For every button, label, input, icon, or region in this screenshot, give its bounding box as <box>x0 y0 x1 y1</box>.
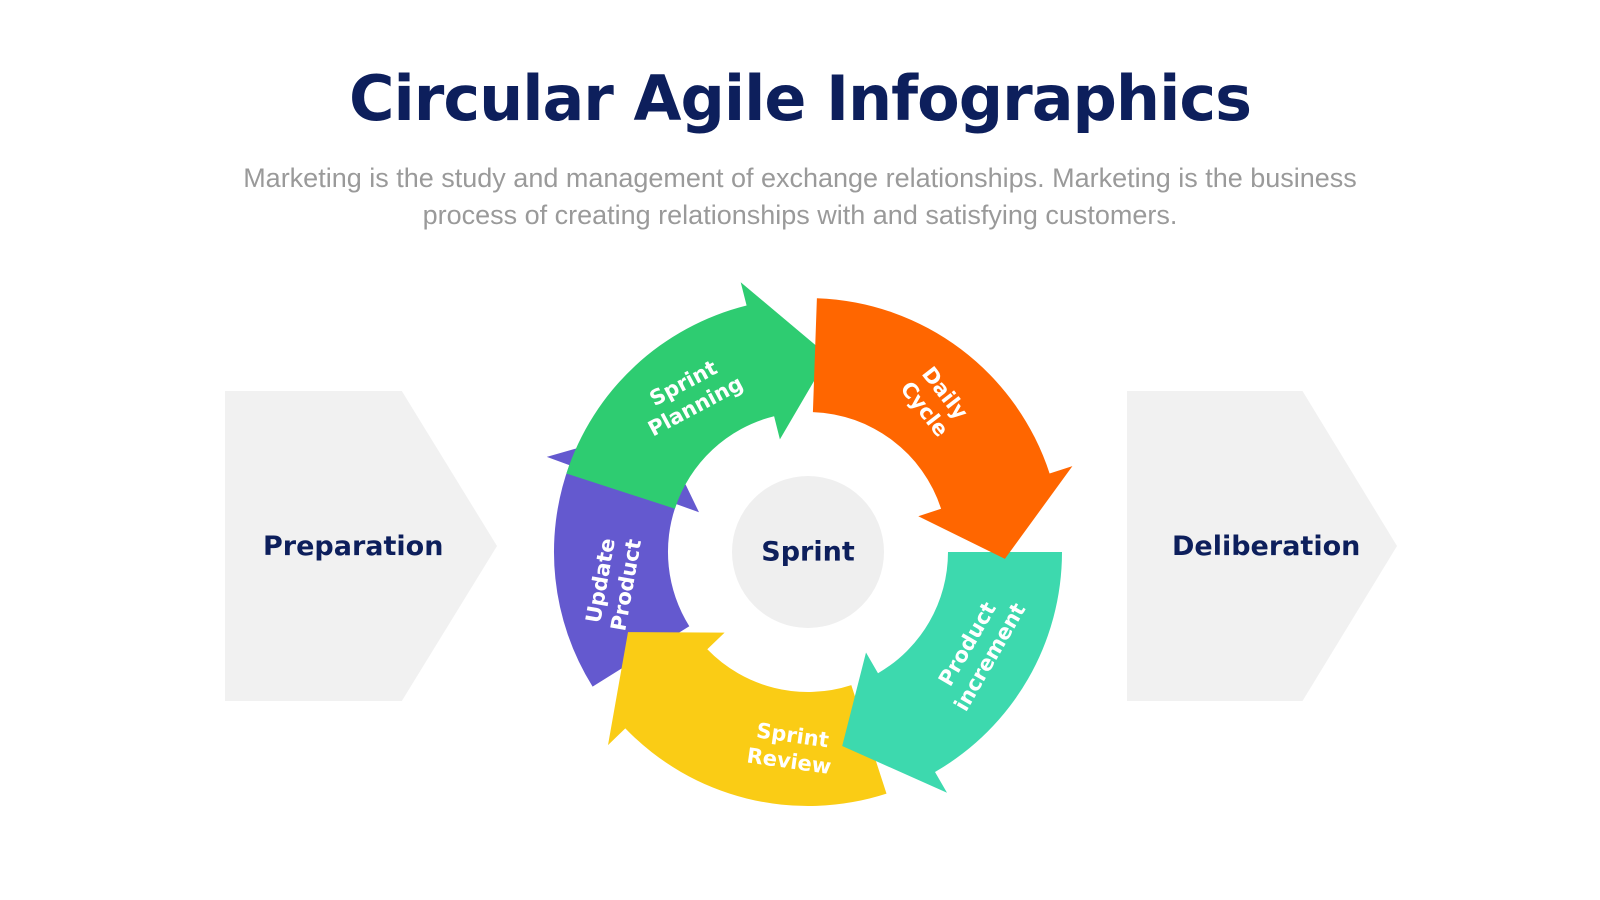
preparation-label: Preparation <box>263 530 444 562</box>
cycle-arrow-2 <box>812 298 1073 559</box>
page-title: Circular Agile Infographics <box>349 62 1252 135</box>
cycle-segments <box>546 282 1073 807</box>
cycle-arrow-1 <box>566 282 829 509</box>
cycle-arrow-3 <box>842 552 1062 793</box>
center-label: Sprint <box>761 537 855 568</box>
page-subtitle: Marketing is the study and management of… <box>243 163 1357 230</box>
cycle-arrow-4 <box>608 632 887 807</box>
center-circle <box>732 476 884 628</box>
deliberation-label: Deliberation <box>1172 530 1361 562</box>
